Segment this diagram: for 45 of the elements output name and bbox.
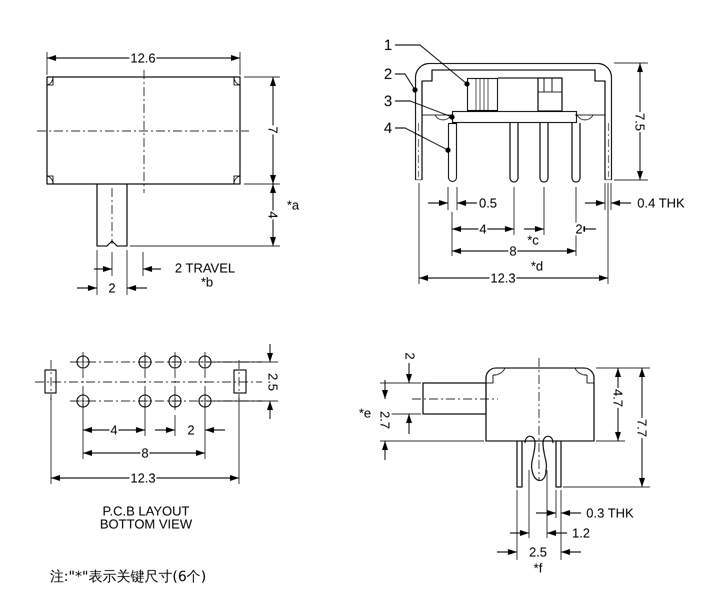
callout-number: 2 bbox=[382, 66, 394, 82]
dimension-label: 12.3 bbox=[489, 272, 517, 284]
dimension-label: 2 bbox=[107, 282, 117, 294]
dimension-label: 8 bbox=[140, 446, 150, 460]
leader-line bbox=[394, 100, 455, 120]
leader-line bbox=[394, 74, 418, 92]
note-text: 注:"*"表示关键尺寸(6个) bbox=[48, 570, 208, 584]
view-caption: BOTTOM VIEW bbox=[98, 518, 194, 530]
dimension-label: *a bbox=[286, 198, 300, 212]
dimension-label: 7.5 bbox=[634, 112, 646, 132]
dimension-label: 12.3 bbox=[129, 472, 157, 484]
dimension-label: 2.7 bbox=[378, 410, 392, 430]
callout-number: 1 bbox=[382, 37, 394, 53]
view-caption: P.C.B LAYOUT bbox=[102, 504, 190, 518]
dimension-label: 2 TRAVEL bbox=[174, 262, 236, 274]
leader-line bbox=[394, 128, 451, 153]
dimension-label: 7.7 bbox=[636, 418, 648, 438]
dimension-label: 7 bbox=[266, 125, 280, 135]
dimension-label: 2 bbox=[186, 424, 196, 436]
callout-number: 4 bbox=[382, 120, 394, 136]
dimension-label: *d bbox=[530, 260, 544, 272]
callout-number: 3 bbox=[382, 93, 394, 109]
dimension-label: *c bbox=[526, 234, 540, 246]
housing-drawing bbox=[415, 63, 612, 180]
dimension-label: 4.7 bbox=[612, 388, 624, 408]
dimension-label: 1.2 bbox=[570, 526, 592, 540]
dimension-label: 12.6 bbox=[129, 52, 157, 64]
dimension-label: 4 bbox=[109, 424, 119, 436]
dimension-label: 2 bbox=[574, 222, 584, 236]
dimension-label: 2 bbox=[404, 351, 416, 361]
dimension-label: 2.5 bbox=[266, 372, 280, 392]
dimension-label: 0.4 THK bbox=[636, 196, 686, 210]
dimension-label: 4 bbox=[266, 210, 280, 220]
slider-actuator bbox=[467, 78, 498, 111]
base-plate bbox=[452, 111, 577, 123]
dimension-label: 2.5 bbox=[528, 546, 548, 558]
dimension-label: *f bbox=[532, 562, 544, 574]
dimension-label: 4 bbox=[478, 222, 488, 236]
dimension-label: 0.3 THK bbox=[585, 506, 635, 520]
leader-line bbox=[394, 44, 470, 87]
dimension-label: 8 bbox=[508, 244, 518, 258]
dimension-label: 0.5 bbox=[478, 196, 498, 210]
dimension-label: *b bbox=[200, 276, 214, 288]
dimension-label: *e bbox=[358, 406, 372, 420]
terminal-pin bbox=[448, 123, 457, 182]
